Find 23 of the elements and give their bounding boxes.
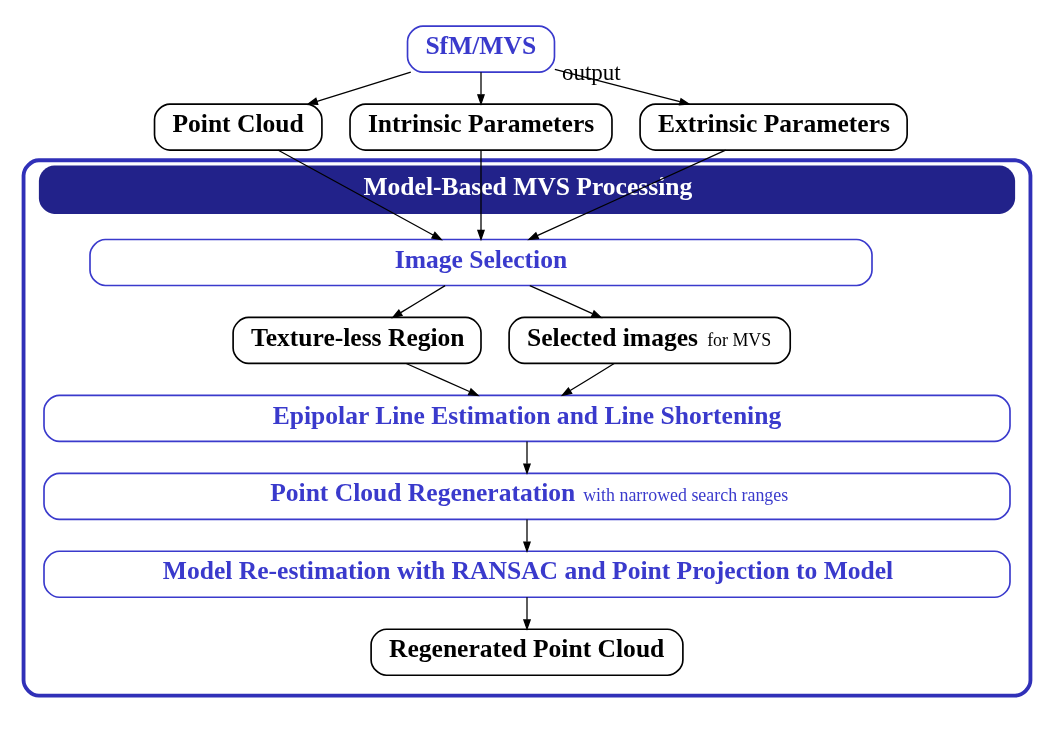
node-box: Texture-less Region <box>232 316 482 364</box>
arrow <box>476 149 486 241</box>
node-box: Model Re-estimation with RANSAC and Point Projection to Model <box>43 549 1011 598</box>
arrow <box>405 362 480 396</box>
arrow <box>476 71 486 106</box>
node-box: Point Cloud Regeneratation with narrowed search ranges <box>43 472 1011 520</box>
arrow <box>529 284 603 318</box>
arrow <box>554 68 691 105</box>
node-box: Image Selection <box>89 238 873 286</box>
node-box: Point Cloud <box>153 102 323 151</box>
node-box: Extrinsic Parameters <box>639 102 908 151</box>
arrow <box>560 362 615 396</box>
arrow <box>522 518 532 553</box>
node-box: Epipolar Line Estimation and Line Shortening <box>43 394 1011 442</box>
arrow <box>306 71 412 105</box>
node-box: Selected images for MVS <box>508 316 792 364</box>
node-box: SfM/MVS <box>406 24 556 73</box>
node-box: Intrinsic Parameters <box>349 102 613 151</box>
edge-label: output <box>561 59 621 85</box>
arrow <box>391 284 446 318</box>
arrow <box>522 596 532 631</box>
arrow <box>522 440 532 475</box>
node-box: Regenerated Point Cloud <box>370 627 684 676</box>
